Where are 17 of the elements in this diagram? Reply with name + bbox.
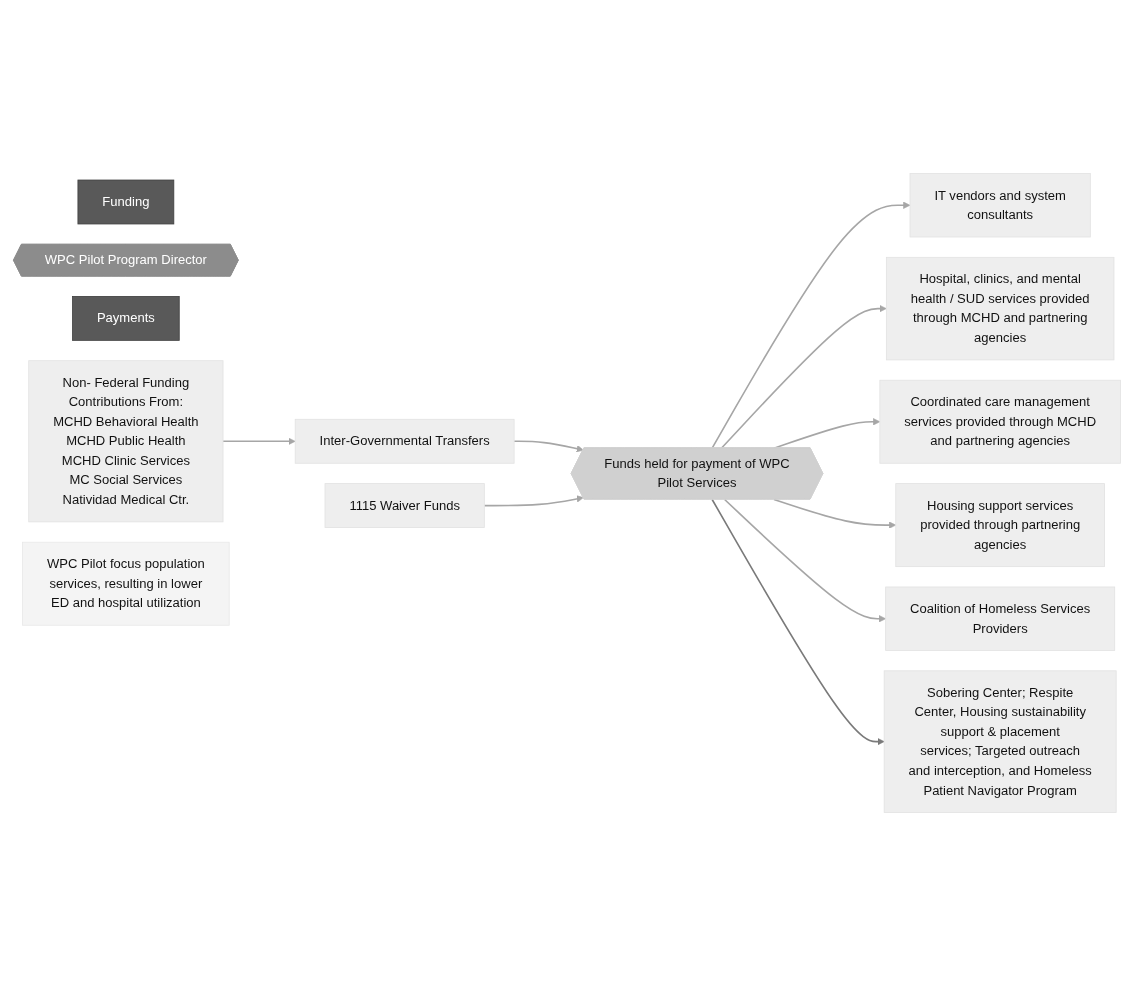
node-box: Non- Federal Funding Contributions From: MCHD Behavioral Health MCHD Public Health MCHD Clinic Services MC Social Services Natividad Medical Ctr. [28,360,224,523]
arrow [483,495,584,507]
node-box: 1115 Waiver Funds [324,483,485,528]
node-box: Housing support services provided through partnering agencies [895,483,1105,568]
arrow [773,498,897,529]
arrow [513,440,584,453]
node-box: Coalition of Homeless Services Providers [885,586,1116,651]
node-box: Funding [77,179,175,225]
node-box: Hospital, clinics, and mental health / SUD services provided through MCHD and partnering agencies [885,256,1115,361]
arrow [711,498,885,746]
node-box: Coordinated care management services provided through MCHD and partnering agencies [879,379,1121,464]
arrow [222,437,296,445]
node-box: IT vendors and system consultants [909,173,1091,238]
node-box: Sobering Center; Respite Center, Housing sustainability support & placement services; Targeted outreach and interception, and Homeless Patient Navigator Program [883,670,1117,813]
node-box: Inter-Governmental Transfers [294,418,515,464]
node-box: Payments [72,296,180,341]
arrow [723,498,886,623]
